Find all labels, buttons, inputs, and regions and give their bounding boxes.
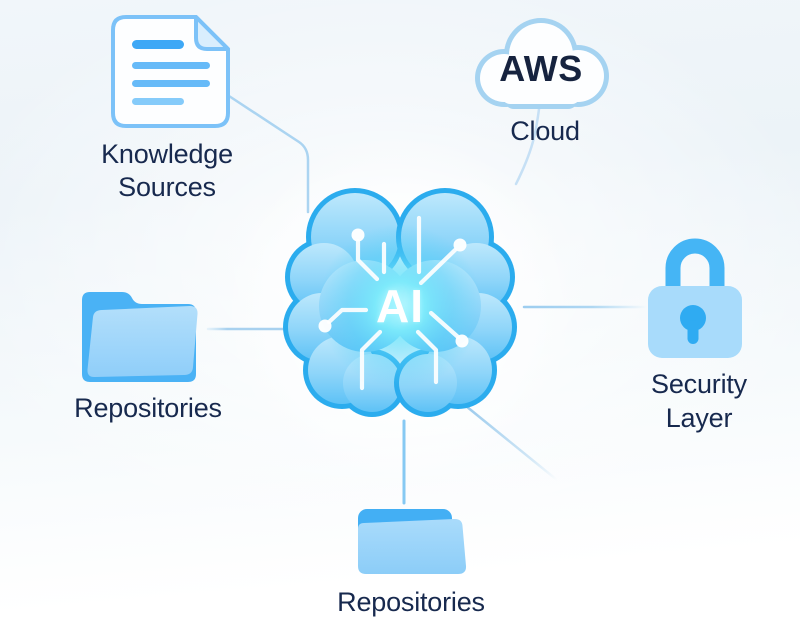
ai-core-label: AI — [376, 280, 424, 332]
circuit-traces-icon — [326, 215, 461, 391]
page-fold — [194, 15, 230, 51]
folder-front — [87, 306, 198, 378]
cloud-fill — [480, 23, 604, 104]
lock-keyhole — [680, 305, 706, 331]
cloud-label: Cloud — [510, 116, 580, 146]
knowledge-sources-line1: Knowledge — [101, 139, 233, 169]
knowledge-sources-line2: Sources — [118, 172, 216, 202]
connector-cloud-brain — [514, 107, 541, 186]
aws-title: AWS — [499, 48, 583, 89]
repositories-left-label: Repositories — [74, 393, 222, 423]
knowledge-sources-label: Knowledge Sources — [67, 138, 267, 204]
connector-knowledge-brain — [227, 94, 310, 214]
folder-icon — [82, 292, 198, 382]
brain-icon — [283, 188, 517, 417]
repositories-bottom-label: Repositories — [337, 587, 485, 617]
folder-front — [358, 518, 467, 574]
security-layer-label: Security Layer — [609, 367, 789, 435]
lock-icon — [648, 238, 742, 358]
document-icon — [111, 15, 230, 128]
folder-icon — [358, 509, 467, 574]
connector-brain-diagonal-fade — [459, 400, 559, 482]
lock-shackle — [665, 238, 725, 292]
circuit-nodes — [318, 228, 469, 348]
security-layer-line1: Security — [651, 369, 747, 399]
security-layer-line2: Layer — [665, 403, 733, 433]
cloud-icon — [475, 18, 609, 109]
